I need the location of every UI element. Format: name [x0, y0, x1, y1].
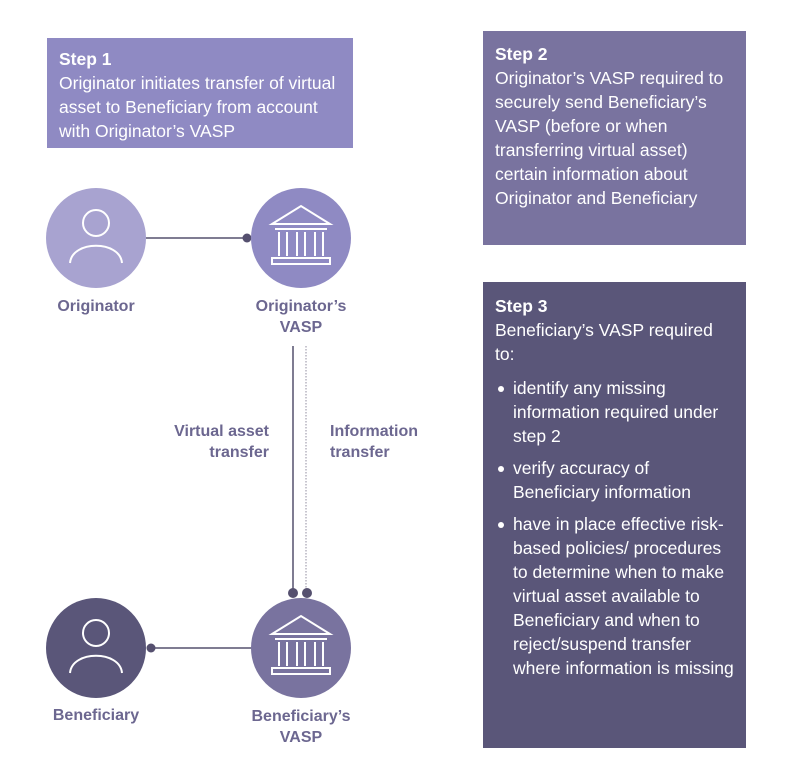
- information-transfer-label: Information transfer: [330, 423, 418, 461]
- connector-dot: [288, 588, 298, 598]
- originator-label: Originator: [57, 298, 135, 315]
- step-3-box: Step 3 Beneficiary’s VASP required to: i…: [483, 282, 746, 748]
- step-2-text: Originator’s VASP required to securely s…: [495, 68, 724, 208]
- step-2-title: Step 2: [495, 44, 548, 64]
- bank-icon: [268, 614, 334, 675]
- connector-dot: [146, 643, 156, 653]
- person-icon: [69, 209, 123, 264]
- connector-dot: [242, 233, 252, 243]
- beneficiary-vasp-node: [251, 598, 351, 698]
- step-1-title: Step 1: [59, 49, 112, 69]
- step-1-box: Step 1 Originator initiates transfer of …: [47, 38, 353, 148]
- step-3-bullet: identify any missing information require…: [495, 376, 734, 448]
- step-3-title: Step 3: [495, 296, 548, 316]
- originator-node: [46, 188, 146, 288]
- step-3-text: Beneficiary’s VASP required to:: [495, 320, 713, 364]
- step-3-bullet: have in place effective risk-based polic…: [495, 512, 734, 680]
- bank-icon: [268, 204, 334, 265]
- connector-dot: [302, 588, 312, 598]
- beneficiary-node: [46, 598, 146, 698]
- step-3-bullet: verify accuracy of Beneficiary informati…: [495, 456, 734, 504]
- step-3-bullet-list: identify any missing information require…: [495, 376, 734, 680]
- step-2-box: Step 2 Originator’s VASP required to sec…: [483, 31, 746, 245]
- beneficiary-vasp-label: Beneficiary’s VASP: [251, 708, 351, 746]
- step-1-text: Originator initiates transfer of virtual…: [59, 73, 336, 141]
- person-icon: [69, 619, 123, 674]
- beneficiary-label: Beneficiary: [52, 707, 140, 724]
- originator-vasp-label: Originator’s VASP: [255, 298, 347, 336]
- originator-vasp-node: [251, 188, 351, 288]
- virtual-asset-transfer-label: Virtual asset transfer: [174, 423, 269, 461]
